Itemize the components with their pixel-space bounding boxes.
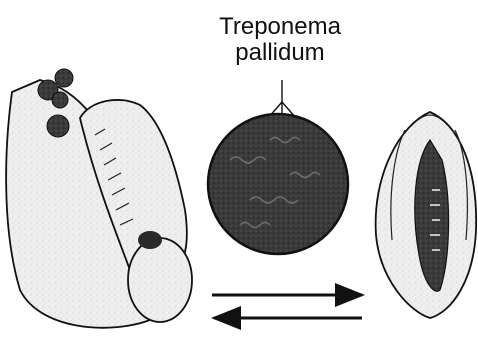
female-genital-illustration (376, 112, 477, 318)
label-pointer (268, 80, 296, 118)
male-genital-illustration (6, 69, 192, 328)
microscope-view (208, 114, 348, 254)
microscope-field (208, 114, 348, 254)
chancre-lesion (138, 231, 162, 249)
glans-shape (128, 238, 192, 322)
